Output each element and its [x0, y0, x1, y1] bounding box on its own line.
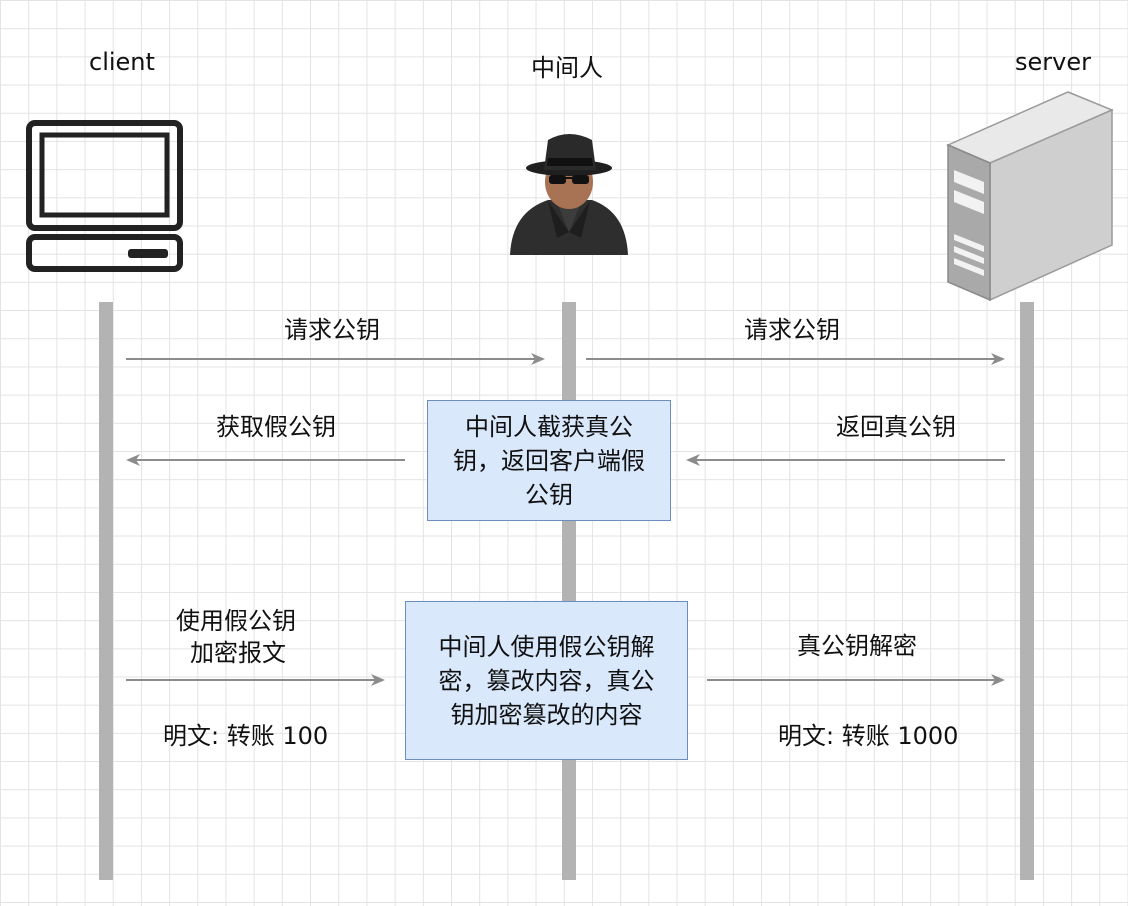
encrypt-label-line1: 使用假公钥 — [176, 607, 296, 635]
spy-icon — [510, 134, 628, 255]
encrypt-label-line2: 加密报文 — [190, 639, 286, 667]
intercept-note: 中间人截获真公 钥，返回客户端假 公钥 — [427, 400, 671, 521]
intercept-note-line3: 公钥 — [525, 480, 573, 509]
encrypt-with-fake-key-label: 使用假公钥 加密报文 — [176, 605, 296, 669]
server-plaintext-label: 明文: 转账 1000 — [778, 722, 959, 750]
server-tower-icon — [946, 91, 1114, 302]
intercept-note-line2: 钥，返回客户端假 — [453, 446, 645, 475]
intercept-note-line1: 中间人截获真公 — [465, 412, 633, 441]
mitm-lifeline — [562, 302, 576, 880]
return-real-key-label: 返回真公钥 — [836, 413, 956, 441]
tamper-note: 中间人使用假公钥解 密，篡改内容，真公 钥加密篡改的内容 — [405, 601, 688, 760]
server-lifeline — [1020, 302, 1034, 880]
request-key-label-client: 请求公钥 — [284, 316, 380, 344]
real-key-decrypt-label: 真公钥解密 — [797, 632, 917, 660]
request-key-label-server: 请求公钥 — [744, 316, 840, 344]
get-fake-key-label: 获取假公钥 — [216, 413, 336, 441]
tamper-note-line2: 密，篡改内容，真公 — [438, 666, 655, 695]
server-label: server — [1015, 48, 1091, 76]
tamper-note-line3: 钥加密篡改的内容 — [450, 700, 643, 729]
client-label: client — [89, 48, 155, 76]
tamper-note-line1: 中间人使用假公钥解 — [438, 632, 655, 661]
computer-icon — [26, 120, 183, 272]
client-lifeline — [99, 302, 113, 880]
client-plaintext-label: 明文: 转账 100 — [163, 722, 329, 750]
mitm-label: 中间人 — [531, 54, 603, 82]
